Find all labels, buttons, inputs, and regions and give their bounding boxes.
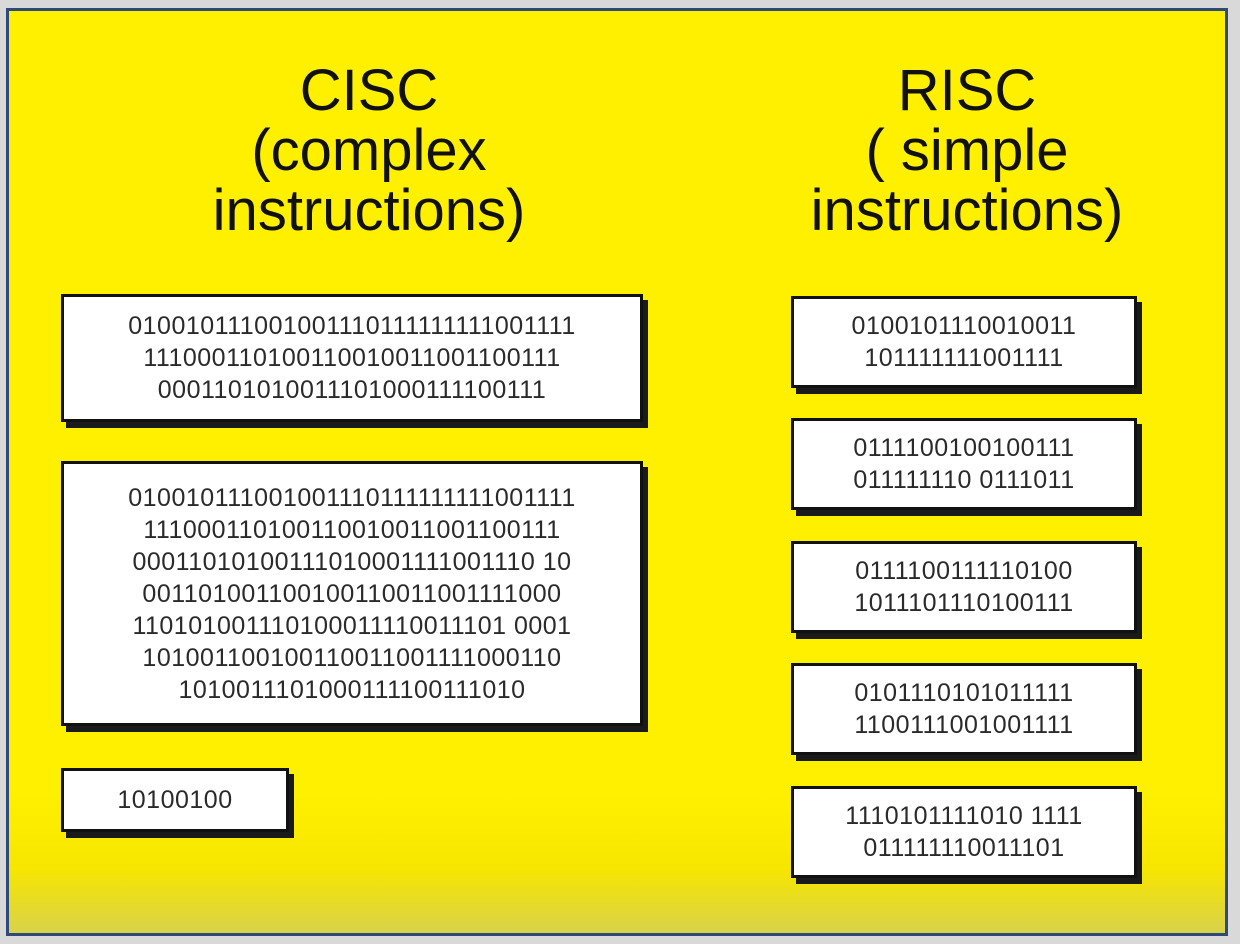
binary-line: 0111100100100111 — [853, 434, 1075, 462]
binary-line: 10100100 — [117, 786, 233, 814]
risc-heading-line: instructions) — [810, 178, 1124, 243]
cisc-instruction-box: 010010111001001110111111111001111 111000… — [61, 294, 643, 422]
binary-line: 0101110101011111 — [854, 679, 1074, 707]
binary-line: 0100101110010011 — [851, 312, 1077, 340]
binary-line: 1110101111010 1111 — [845, 802, 1083, 830]
binary-line: 1011101110100111 — [854, 589, 1074, 617]
slide-frame: CISC (complex instructions) RISC ( simpl… — [6, 8, 1228, 936]
binary-line: 0001101010011101000111100111 — [157, 376, 547, 404]
binary-line: 0111100111110100 — [855, 557, 1073, 585]
risc-heading-line: RISC — [897, 58, 1037, 123]
cisc-instruction-box: 10100100 — [61, 768, 289, 832]
binary-line: 010010111001001110111111111001111 — [128, 312, 576, 340]
binary-line: 00011010100111010001111001110 10 — [132, 547, 572, 576]
binary-line: 110101001110100011110011101 0001 — [132, 611, 572, 640]
cisc-heading-line: CISC — [299, 58, 439, 123]
risc-instruction-box: 0111100100100111 011111110 0111011 — [791, 418, 1137, 510]
risc-instruction-box: 0101110101011111 1100111001001111 — [791, 663, 1137, 755]
cisc-heading-line: instructions) — [212, 178, 526, 243]
cisc-heading: CISC (complex instructions) — [189, 61, 549, 241]
binary-line: 111000110100110010011001100111 — [143, 515, 561, 544]
binary-line: 001101001100100110011001111000 — [142, 579, 562, 608]
risc-heading-line: ( simple — [865, 118, 1069, 183]
binary-line: 111000110100110010011001100111 — [143, 344, 561, 372]
binary-line: 010010111001001110111111111001111 — [128, 483, 576, 512]
risc-instruction-box: 0111100111110100 1011101110100111 — [791, 541, 1137, 633]
binary-line: 011111110011101 — [863, 834, 1065, 862]
binary-line: 1010011101000111100111010 — [178, 675, 526, 704]
risc-heading: RISC ( simple instructions) — [787, 61, 1147, 241]
cisc-instruction-box: 010010111001001110111111111001111 111000… — [61, 461, 643, 726]
binary-line: 101111111001111 — [864, 344, 1064, 372]
cisc-heading-line: (complex — [251, 118, 487, 183]
binary-line: 1100111001001111 — [854, 711, 1074, 739]
risc-instruction-box: 0100101110010011 101111111001111 — [791, 296, 1137, 388]
risc-instruction-box: 1110101111010 1111 011111110011101 — [791, 786, 1137, 878]
binary-line: 101001100100110011001111000110 — [142, 643, 562, 672]
binary-line: 011111110 0111011 — [853, 466, 1075, 494]
